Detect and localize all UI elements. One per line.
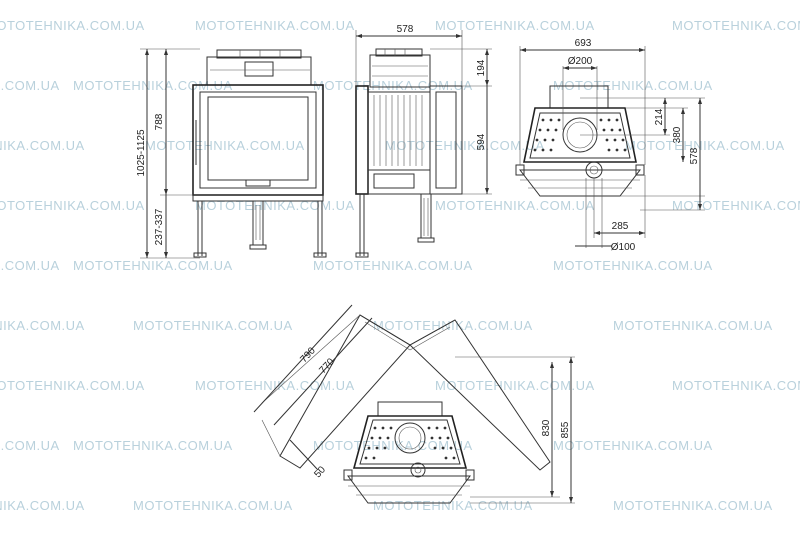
watermark: MOTOTEHNIKA.COM.UA: [145, 138, 305, 153]
dim-line-790: [253, 304, 353, 413]
watermark: MOTOTEHNIKA.COM.UA: [435, 378, 595, 393]
watermark: MOTOTEHNIKA.COM.UA: [553, 438, 713, 453]
corner-air-inlet: [410, 462, 426, 478]
side-flue-block: [369, 54, 431, 88]
corner-rear-box: [377, 401, 443, 417]
watermark: MOTOTEHNIKA.COM.UA: [0, 438, 60, 453]
front-flue-cap: [216, 49, 302, 59]
front-door-handle: [245, 179, 271, 187]
watermark: MOTOTEHNIKA.COM.UA: [553, 258, 713, 273]
corner-perforations: [364, 426, 456, 460]
dim-corner-outer: 790: [298, 345, 318, 365]
watermark: MOTOTEHNIKA.COM.UA: [195, 378, 355, 393]
front-glass-door: [199, 91, 317, 189]
corner-flue-outlet: [394, 422, 426, 454]
front-view: 1025-1125 788 237-337: [136, 48, 327, 259]
dim-line-770: [273, 317, 373, 426]
watermark: MOTOTEHNIKA.COM.UA: [0, 138, 85, 153]
watermark: MOTOTEHNIKA.COM.UA: [73, 258, 233, 273]
watermark: MOTOTEHNIKA.COM.UA: [0, 258, 60, 273]
side-view: 578 194 594: [355, 24, 492, 258]
watermarks: MOTOTEHNIKA.COM.UA MOTOTEHNIKA.COM.UA MO…: [0, 18, 800, 513]
watermark: MOTOTEHNIKA.COM.UA: [672, 198, 800, 213]
dim-flue-diameter: Ø200: [568, 56, 593, 67]
side-rear-box: [429, 85, 463, 195]
top-hearth: [518, 169, 642, 197]
watermark: MOTOTEHNIKA.COM.UA: [435, 198, 595, 213]
dim-leg-height: 237-337: [154, 208, 165, 245]
watermark: MOTOTEHNIKA.COM.UA: [553, 78, 713, 93]
dim-top-width: 693: [575, 38, 592, 49]
watermark: MOTOTEHNIKA.COM.UA: [373, 318, 533, 333]
dim-side-depth: 578: [397, 24, 414, 35]
watermark: MOTOTEHNIKA.COM.UA: [672, 378, 800, 393]
watermark: MOTOTEHNIKA.COM.UA: [313, 438, 473, 453]
dim-corner-height-inner: 830: [541, 419, 552, 436]
top-body: [523, 107, 637, 163]
watermark: MOTOTEHNIKA.COM.UA: [0, 378, 145, 393]
dim-body-height: 788: [154, 113, 165, 130]
corner-body: [352, 415, 468, 469]
watermark: MOTOTEHNIKA.COM.UA: [133, 318, 293, 333]
dim-air-diameter: Ø100: [611, 242, 636, 253]
watermark: MOTOTEHNIKA.COM.UA: [613, 498, 773, 513]
top-perforations: [533, 118, 627, 152]
dim-corner-height-outer: 855: [560, 421, 571, 438]
dim-flue-offset-1: 214: [654, 108, 665, 125]
dim-line-50: [289, 439, 319, 471]
watermark: MOTOTEHNIKA.COM.UA: [0, 318, 85, 333]
watermark: MOTOTEHNIKA.COM.UA: [0, 78, 60, 93]
watermark: MOTOTEHNIKA.COM.UA: [313, 258, 473, 273]
watermark: MOTOTEHNIKA.COM.UA: [195, 18, 355, 33]
watermark: MOTOTEHNIKA.COM.UA: [672, 18, 800, 33]
watermark: MOTOTEHNIKA.COM.UA: [625, 138, 785, 153]
dim-side-flue-height: 194: [476, 59, 487, 76]
dim-side-body-height: 594: [476, 133, 487, 150]
watermark: MOTOTEHNIKA.COM.UA: [385, 138, 545, 153]
watermark: MOTOTEHNIKA.COM.UA: [195, 198, 355, 213]
top-view: 693 Ø200 214 380 578 285: [515, 38, 705, 253]
watermark: MOTOTEHNIKA.COM.UA: [73, 438, 233, 453]
watermark: MOTOTEHNIKA.COM.UA: [373, 498, 533, 513]
side-front-frame: [355, 85, 369, 195]
dim-air-offset: 285: [612, 221, 629, 232]
watermark: MOTOTEHNIKA.COM.UA: [613, 318, 773, 333]
side-ribbed-body: [367, 91, 431, 171]
watermark: MOTOTEHNIKA.COM.UA: [435, 18, 595, 33]
watermark: MOTOTEHNIKA.COM.UA: [133, 498, 293, 513]
dim-total-height: 1025-1125: [136, 129, 147, 177]
watermark: MOTOTEHNIKA.COM.UA: [313, 78, 473, 93]
dim-flue-offset-2: 380: [672, 126, 683, 143]
corner-hearth: [347, 475, 471, 504]
corner-view: 790 770 50 830 855: [253, 304, 575, 504]
watermark: MOTOTEHNIKA.COM.UA: [0, 198, 145, 213]
dim-top-depth: 578: [689, 147, 700, 164]
watermark: MOTOTEHNIKA.COM.UA: [0, 498, 85, 513]
watermark: MOTOTEHNIKA.COM.UA: [0, 18, 145, 33]
